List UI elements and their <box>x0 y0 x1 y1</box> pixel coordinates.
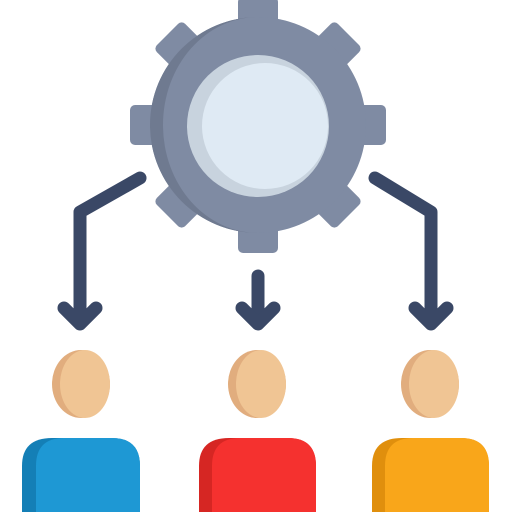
arrow-left <box>57 171 147 331</box>
arrow-down-icon <box>235 269 281 331</box>
person-icon <box>22 350 140 512</box>
person-right <box>372 350 489 512</box>
arrow-right <box>368 171 454 331</box>
gear-icon <box>130 0 386 253</box>
person-middle <box>199 350 316 512</box>
person-left <box>22 350 140 512</box>
